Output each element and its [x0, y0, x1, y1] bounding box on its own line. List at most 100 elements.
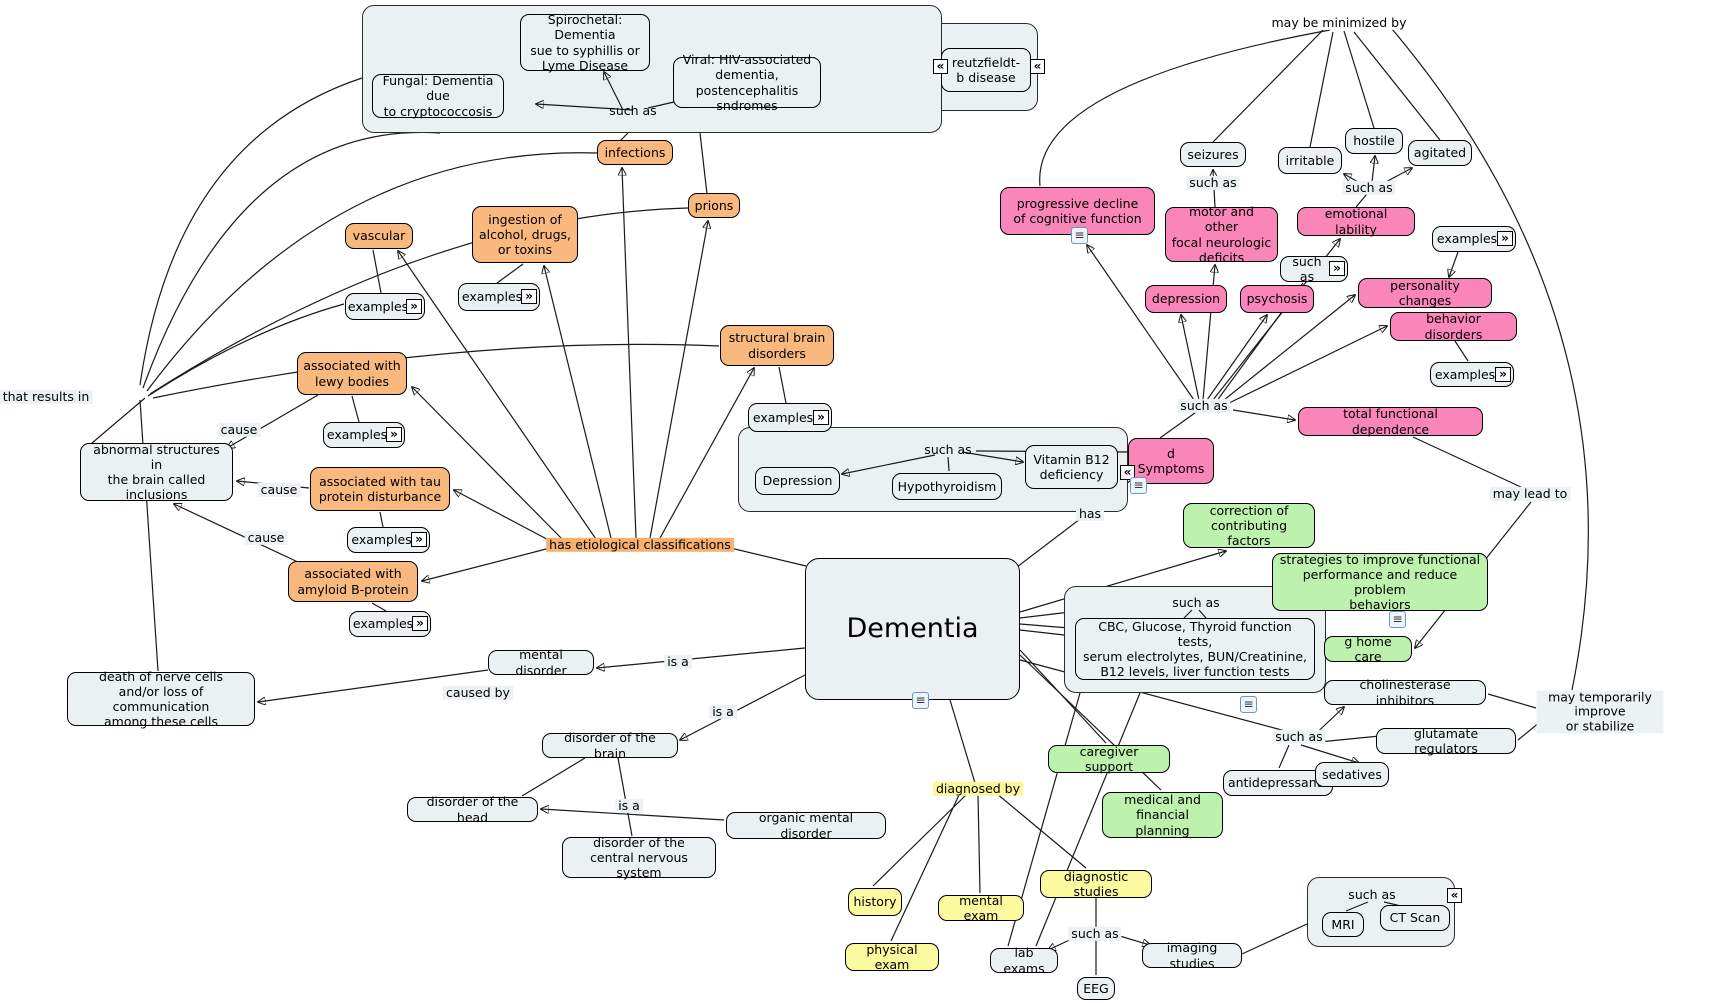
node-home-care[interactable]: g home care: [1324, 634, 1412, 664]
node-medical-financial-planning[interactable]: medical and financial planning: [1102, 792, 1223, 838]
resource-icon[interactable]: ≡: [1130, 477, 1147, 494]
node-mental-exam[interactable]: mental exam: [938, 893, 1024, 923]
collapse-icon[interactable]: «: [933, 59, 948, 74]
node-prions[interactable]: prions: [688, 193, 740, 218]
node-strategies[interactable]: strategies to improve functional perform…: [1272, 552, 1488, 612]
node-behavior-disorders[interactable]: behavior disorders: [1390, 311, 1517, 342]
node-assoc-lewy[interactable]: associated with lewy bodies: [297, 352, 407, 395]
node-hypothyroidism[interactable]: Hypothyroidism: [892, 473, 1002, 500]
node-examples-lewy[interactable]: examples»: [323, 422, 405, 448]
link-label-cause-3[interactable]: cause: [244, 530, 288, 546]
node-mental-disorder[interactable]: mental disorder: [488, 647, 594, 678]
node-disorder-brain[interactable]: disorder of the brain: [542, 730, 678, 761]
link-label-suchas-cbc[interactable]: such as: [1172, 594, 1220, 610]
node-motor-deficits[interactable]: motor and other focal neurologic deficit…: [1165, 204, 1278, 265]
node-vascular[interactable]: vascular: [345, 223, 413, 249]
node-viral[interactable]: Viral: HIV-associated dementia, postence…: [673, 52, 821, 113]
node-irritable[interactable]: irritable: [1278, 147, 1342, 174]
link-label-suchas-lab-imaging[interactable]: such as: [1068, 926, 1122, 942]
collapse-icon[interactable]: «: [1120, 465, 1135, 480]
node-spirochetal[interactable]: Spirochetal: Dementia sue to syphillis o…: [520, 12, 650, 73]
node-physical-exam[interactable]: physical exam: [845, 942, 939, 972]
node-depression-symptom[interactable]: depression: [1145, 285, 1227, 313]
resource-icon[interactable]: ≡: [1389, 611, 1406, 628]
collapse-icon[interactable]: «: [1447, 888, 1462, 903]
link-label-cause-1[interactable]: cause: [217, 422, 261, 438]
node-personality-changes[interactable]: personality changes: [1358, 278, 1492, 308]
node-fungal[interactable]: Fungal: Dementia due to cryptococcosis: [372, 73, 504, 119]
expand-icon[interactable]: »: [521, 289, 537, 304]
node-symptoms[interactable]: d Symptoms: [1128, 438, 1214, 484]
link-label-is-a-2[interactable]: is a: [709, 704, 737, 720]
node-organic-mental-disorder[interactable]: organic mental disorder: [726, 810, 886, 841]
expand-icon[interactable]: »: [406, 298, 422, 314]
node-lab-exams[interactable]: lab exams: [990, 945, 1058, 976]
resource-icon[interactable]: ≡: [912, 692, 929, 709]
link-label-has[interactable]: has: [1075, 506, 1105, 522]
node-examples-behavior[interactable]: examples»: [1430, 362, 1514, 387]
resource-icon[interactable]: ≡: [1071, 227, 1088, 244]
link-label-is-a-3[interactable]: is a: [615, 798, 643, 814]
node-depression-reversible[interactable]: Depression: [755, 467, 840, 495]
node-disorder-head[interactable]: disorder of the head: [407, 794, 538, 825]
node-history[interactable]: history: [848, 888, 902, 916]
expand-icon[interactable]: »: [813, 409, 829, 425]
node-assoc-tau[interactable]: associated with tau protein disturbance: [310, 467, 450, 511]
node-infections[interactable]: infections: [597, 140, 673, 165]
link-label-may-temporarily[interactable]: may temporarily improve or stabilize: [1536, 690, 1664, 734]
collapse-icon[interactable]: «: [1030, 59, 1045, 74]
expand-icon[interactable]: »: [386, 427, 402, 442]
node-examples-amyloid[interactable]: examples»: [349, 611, 431, 637]
link-label-suchas-drugs[interactable]: such as: [1272, 729, 1326, 745]
node-agitated[interactable]: agitated: [1408, 140, 1472, 166]
node-ct-scan[interactable]: CT Scan: [1380, 905, 1450, 931]
node-emotional-lability[interactable]: emotional lability: [1297, 206, 1415, 237]
expand-icon[interactable]: »: [1495, 366, 1511, 382]
node-psychosis[interactable]: psychosis: [1240, 285, 1314, 313]
node-imaging-studies[interactable]: imaging studies: [1142, 940, 1242, 971]
node-sedatives[interactable]: sedatives: [1315, 762, 1389, 787]
node-ingestion[interactable]: ingestion of alcohol, drugs, or toxins: [472, 206, 578, 263]
link-label-suchas-emotional[interactable]: such as: [1342, 180, 1396, 196]
node-correction-factors[interactable]: correction of contributing factors: [1183, 503, 1315, 548]
node-hostile[interactable]: hostile: [1345, 128, 1403, 154]
link-label-is-a-1[interactable]: is a: [664, 654, 692, 670]
node-disorder-cns[interactable]: disorder of the central nervous system: [562, 835, 716, 880]
node-suchas-collapsed[interactable]: such as»: [1280, 254, 1348, 284]
expand-icon[interactable]: »: [1329, 261, 1345, 276]
node-creutzfeldt[interactable]: reutzfieldt- b disease: [941, 48, 1031, 92]
link-label-suchas-reversible[interactable]: such as: [924, 441, 972, 457]
link-label-suchas-seizures[interactable]: such as: [1186, 175, 1240, 191]
link-label-may-lead-to[interactable]: may lead to: [1489, 486, 1571, 502]
link-label-suchas-mri[interactable]: such as: [1348, 886, 1396, 902]
node-glutamate-regulators[interactable]: glutamate regulators: [1376, 726, 1516, 756]
link-label-diagnosed-by[interactable]: diagnosed by: [932, 781, 1024, 797]
node-caregiver-support[interactable]: caregiver support: [1048, 744, 1170, 774]
node-examples-tau[interactable]: examples»: [347, 527, 430, 553]
node-dementia[interactable]: Dementia: [805, 558, 1020, 700]
link-label-suchas-top[interactable]: such as: [609, 102, 657, 118]
node-antidepressants[interactable]: antidepressants: [1223, 770, 1333, 796]
link-label-cause-2[interactable]: cause: [257, 482, 301, 498]
node-seizures[interactable]: seizures: [1180, 142, 1246, 167]
node-examples-vascular[interactable]: examples»: [345, 293, 425, 320]
expand-icon[interactable]: »: [1497, 231, 1513, 246]
expand-icon[interactable]: »: [412, 616, 428, 631]
node-cbc-tests[interactable]: CBC, Glucose, Thyroid function tests, se…: [1075, 618, 1315, 680]
link-label-that-results-in[interactable]: that results in: [0, 389, 93, 405]
node-death-nerve-cells[interactable]: death of nerve cells and/or loss of comm…: [67, 669, 255, 729]
expand-icon[interactable]: »: [411, 532, 427, 547]
node-eeg[interactable]: EEG: [1077, 977, 1115, 1000]
node-abnormal-structures[interactable]: abnormal structures in the brain called …: [80, 442, 233, 502]
node-cholinesterase-inhibitors[interactable]: cholinesterase inhibitors: [1324, 677, 1486, 708]
link-label-has-etiological[interactable]: has etiological classifications: [546, 537, 734, 553]
node-mri[interactable]: MRI: [1322, 912, 1364, 937]
node-total-functional-dependence[interactable]: total functional dependence: [1298, 406, 1483, 437]
link-label-suchas-symptom-hub[interactable]: such as: [1177, 398, 1231, 414]
link-label-caused-by[interactable]: caused by: [443, 685, 513, 701]
node-diagnostic-studies[interactable]: diagnostic studies: [1040, 869, 1152, 899]
resource-icon[interactable]: ≡: [1240, 696, 1257, 713]
node-examples-structural[interactable]: examples»: [748, 403, 832, 432]
node-assoc-amyloid[interactable]: associated with amyloid B-protein: [288, 561, 418, 602]
node-examples-personality[interactable]: examples»: [1432, 226, 1516, 252]
